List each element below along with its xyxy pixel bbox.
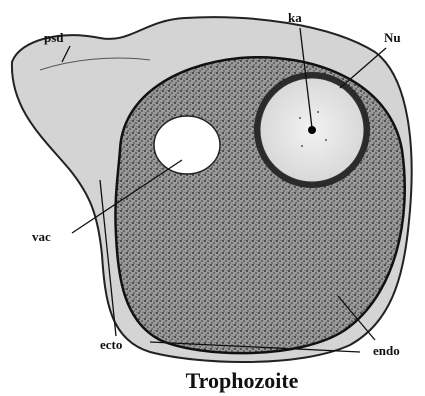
chromatin-dot bbox=[301, 145, 303, 147]
chromatin-dot bbox=[325, 139, 327, 141]
chromatin-dot bbox=[317, 111, 319, 113]
caption-title: Trophozoite bbox=[186, 368, 299, 393]
label-ka: ka bbox=[288, 10, 302, 25]
chromatin-dot bbox=[299, 117, 301, 119]
label-vac: vac bbox=[32, 229, 51, 244]
label-psd: psd bbox=[44, 30, 64, 45]
label-ecto: ecto bbox=[100, 337, 122, 352]
food-vacuole bbox=[154, 116, 220, 174]
label-nu: Nu bbox=[384, 30, 401, 45]
label-endo: endo bbox=[373, 343, 400, 358]
